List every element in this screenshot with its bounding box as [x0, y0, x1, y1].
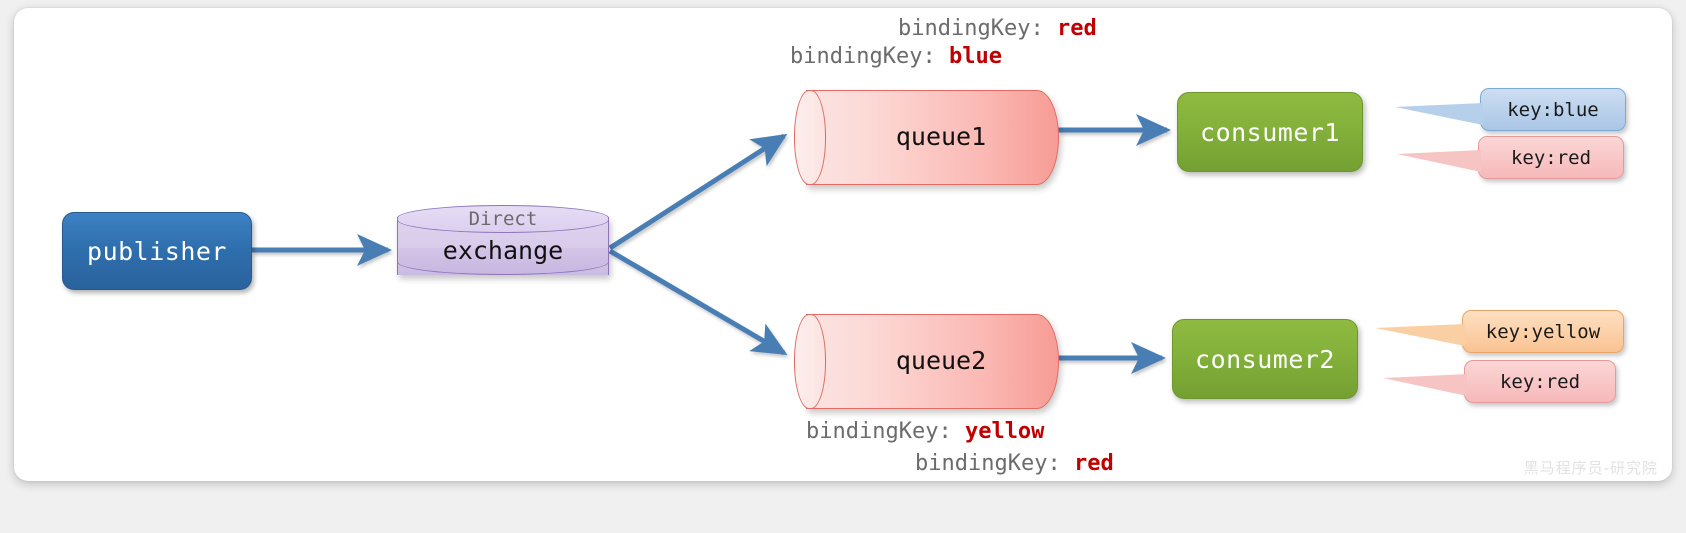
binding-value: red: [1073, 451, 1114, 476]
callout-tail-icon: [1397, 150, 1481, 172]
binding-label-queue1-blue: bindingKey: blue: [790, 44, 1002, 69]
binding-prefix: bindingKey:: [790, 44, 949, 69]
consumer1-label: consumer1: [1200, 117, 1340, 147]
node-queue2[interactable]: queue2: [794, 314, 1059, 409]
binding-value: yellow: [964, 419, 1045, 444]
publisher-label: publisher: [87, 236, 227, 266]
node-consumer1[interactable]: consumer1: [1177, 92, 1363, 172]
binding-prefix: bindingKey:: [898, 16, 1057, 41]
binding-value: blue: [948, 44, 1002, 69]
node-exchange[interactable]: Direct exchange: [397, 204, 609, 288]
callout-tail-icon: [1383, 374, 1467, 396]
connector-layer: [252, 113, 1172, 374]
queue2-cylinder-body: [806, 314, 1059, 409]
callout-text: key:red: [1499, 370, 1581, 393]
callout-text: key:yellow: [1485, 320, 1601, 343]
queue1-label: queue1: [895, 122, 987, 151]
callout-consumer2-key-yellow: key:yellow: [1375, 310, 1624, 353]
queue2-cylinder-cap: [794, 314, 826, 409]
binding-prefix: bindingKey:: [806, 419, 965, 444]
callout-tail-icon: [1375, 324, 1465, 346]
callout-consumer1-key-red: key:red: [1397, 136, 1624, 179]
queue1-cylinder-body: [806, 90, 1059, 185]
node-consumer2[interactable]: consumer2: [1172, 319, 1358, 399]
callout-tail-icon: [1395, 103, 1483, 125]
exchange-cylinder-bottom: [397, 248, 609, 275]
callout-consumer2-key-red: key:red: [1383, 360, 1616, 403]
exchange-type-label: Direct: [468, 208, 538, 230]
node-publisher[interactable]: publisher: [62, 212, 252, 290]
binding-label-queue1-red: bindingKey: red: [898, 16, 1097, 41]
binding-label-queue2-yellow: bindingKey: yellow: [806, 419, 1044, 444]
edge-exchange-queue1: [608, 133, 788, 251]
edge-exchange-queue2: [608, 248, 788, 356]
watermark: 黑马程序员-研究院: [1523, 459, 1658, 477]
queue1-cylinder-cap: [794, 90, 826, 185]
exchange-cylinder-top: [397, 205, 609, 233]
consumer2-label: consumer2: [1195, 344, 1335, 374]
callout-text: key:blue: [1507, 98, 1599, 121]
callout-consumer1-key-blue: key:blue: [1395, 88, 1626, 131]
diagram-canvas: publisher Direct exchange queue1 queue2 …: [14, 8, 1672, 481]
callout-text: key:red: [1510, 146, 1592, 169]
node-queue1[interactable]: queue1: [794, 90, 1059, 185]
exchange-label: exchange: [442, 236, 564, 265]
binding-value: red: [1056, 16, 1097, 41]
queue2-label: queue2: [895, 346, 987, 375]
binding-label-queue2-red: bindingKey: red: [915, 451, 1114, 476]
binding-prefix: bindingKey:: [915, 451, 1074, 476]
